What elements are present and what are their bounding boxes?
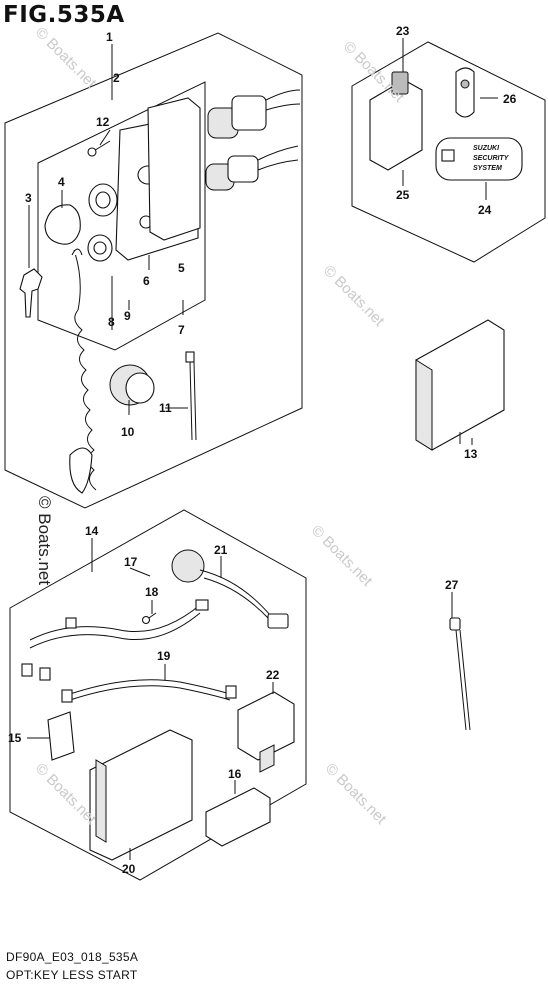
- callout-numbers: 1 2 3 4 5 6 7 8 9 10 11 12 13 14 15 16 1…: [8, 24, 517, 876]
- callout-24: 24: [478, 203, 492, 217]
- callout-26: 26: [503, 92, 517, 106]
- callout-19: 19: [157, 649, 171, 663]
- part-24-security-label: SUZUKI SECURITY SYSTEM: [435, 137, 523, 181]
- part-22-relay: [237, 691, 295, 773]
- part-21-sensor: [171, 549, 289, 629]
- figure-code: DF90A_E03_018_535A: [6, 950, 139, 964]
- callout-leaders: [27, 38, 498, 860]
- security-label-line2: SECURITY: [473, 155, 510, 162]
- callout-3: 3: [25, 191, 32, 205]
- part-5-gasket: [147, 97, 201, 241]
- part-10-buzzer: [109, 364, 155, 406]
- callout-1: 1: [106, 30, 113, 44]
- callout-27: 27: [445, 578, 459, 592]
- group-box-7: [37, 81, 206, 351]
- security-label-line3: SYSTEM: [473, 165, 502, 172]
- part-11-cable-tie: [185, 351, 197, 441]
- part-1-switch-body: [205, 89, 301, 191]
- callout-10: 10: [121, 425, 135, 439]
- callout-9: 9: [124, 309, 131, 323]
- callout-16: 16: [228, 767, 242, 781]
- part-2-nut: [88, 183, 118, 217]
- part-9-nut: [87, 234, 113, 262]
- callout-25: 25: [396, 188, 410, 202]
- part-17-harness: [21, 599, 209, 681]
- callout-18: 18: [145, 585, 159, 599]
- figure-subtitle: OPT:KEY LESS START: [6, 968, 138, 982]
- part-18-screw: [141, 612, 157, 625]
- part-16-cover: [205, 787, 271, 847]
- callout-12: 12: [96, 115, 110, 129]
- callout-4: 4: [58, 175, 65, 189]
- callout-21: 21: [214, 543, 228, 557]
- callout-20: 20: [122, 862, 136, 876]
- part-20-bracket: [89, 729, 193, 861]
- callout-13: 13: [464, 447, 478, 461]
- callout-5: 5: [178, 261, 185, 275]
- security-label-line1: SUZUKI: [473, 145, 500, 152]
- part-4-key-cap: [44, 204, 81, 245]
- callout-2: 2: [113, 71, 120, 85]
- part-15-pad: [47, 711, 75, 761]
- callout-22: 22: [266, 668, 280, 682]
- part-25-receiver: [369, 71, 423, 171]
- part-26-fob: [455, 67, 475, 118]
- group-box-1: [4, 32, 303, 509]
- callout-11: 11: [159, 401, 172, 415]
- part-19-harness: [61, 679, 237, 703]
- group-box-23: [351, 41, 546, 263]
- watermark-main: © Boats.net: [35, 496, 54, 586]
- callout-7: 7: [178, 323, 185, 337]
- part-8-lanyard-cord: [69, 248, 97, 494]
- figure-title: FIG.535A: [3, 2, 125, 28]
- callout-17: 17: [124, 555, 138, 569]
- callout-8: 8: [108, 315, 115, 329]
- callout-15: 15: [8, 731, 22, 745]
- part-12-screw: [87, 140, 111, 157]
- callout-23: 23: [396, 24, 410, 38]
- part-3-key: [19, 268, 43, 318]
- part-27-cable-tie: [449, 617, 471, 731]
- callout-14: 14: [85, 524, 99, 538]
- part-13-control-unit: [415, 319, 505, 451]
- callout-6: 6: [143, 274, 150, 288]
- group-box-14: [9, 509, 307, 881]
